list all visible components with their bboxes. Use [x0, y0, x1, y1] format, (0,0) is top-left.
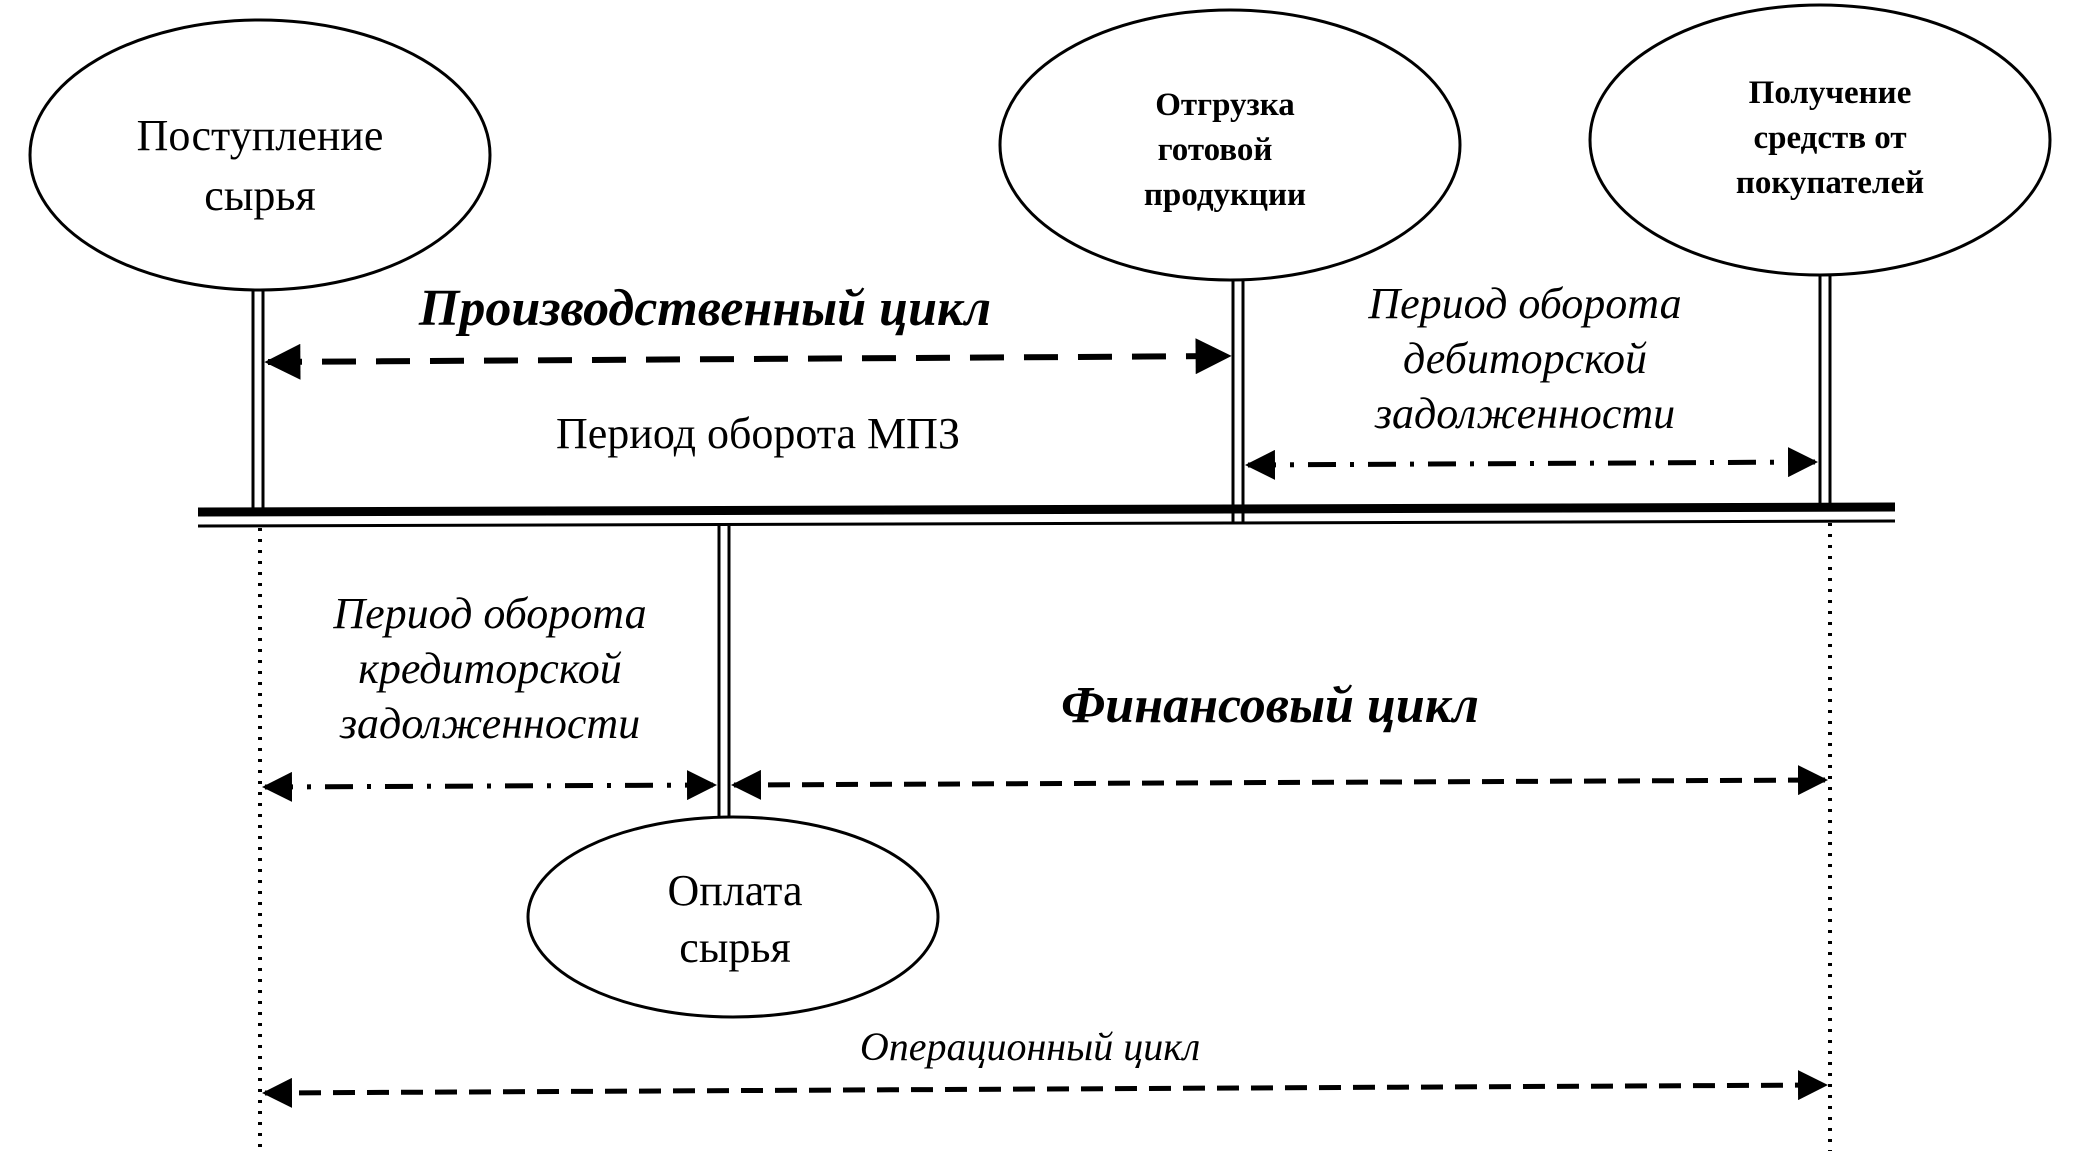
svg-text:кредиторской: кредиторской: [358, 644, 621, 693]
svg-text:покупателей: покупателей: [1736, 165, 1924, 201]
shipment-node: [998, 8, 1462, 282]
financial-cycle-label: Финансовый цикл: [1061, 677, 1479, 734]
production-cycle-label: Производственный цикл: [418, 280, 991, 337]
financial-cycle-arrow: [731, 765, 1828, 800]
svg-text:сырья: сырья: [204, 171, 315, 220]
svg-text:задолженности: задолженности: [339, 699, 640, 748]
production-cycle-arrow: [264, 338, 1232, 380]
shipment-label: Отгрузка готовой продукции: [1144, 87, 1306, 213]
shipment-vertical: [1231, 280, 1245, 522]
payables-period-arrow: [262, 770, 717, 802]
payment-receipt-vertical: [1818, 275, 1832, 507]
raw-payment-node: [526, 815, 940, 1019]
payables-period-label: Период оборота кредиторской задолженност…: [332, 589, 646, 748]
svg-text:Поступление: Поступление: [137, 111, 384, 160]
svg-text:задолженности: задолженности: [1374, 389, 1675, 438]
svg-text:дебиторской: дебиторской: [1403, 334, 1647, 383]
operating-cycle-arrow: [262, 1070, 1828, 1108]
raw-payment-vertical: [717, 526, 731, 817]
raw-payment-label: Оплата сырья: [668, 866, 803, 972]
receivables-period-label: Период оборота дебиторской задолженности: [1367, 279, 1681, 438]
svg-text:Оплата: Оплата: [668, 866, 803, 915]
inventory-turnover-label: Период оборота МПЗ: [556, 409, 960, 458]
operating-cycle-label: Операционный цикл: [860, 1024, 1200, 1069]
svg-text:Получение: Получение: [1749, 75, 1912, 111]
svg-text:готовой: готовой: [1158, 132, 1273, 168]
receivables-period-arrow: [1245, 447, 1818, 480]
svg-text:продукции: продукции: [1144, 177, 1306, 213]
svg-text:Период оборота: Период оборота: [1367, 279, 1681, 328]
svg-text:сырья: сырья: [679, 923, 790, 972]
timeline-axis: [197, 502, 1896, 528]
svg-text:Отгрузка: Отгрузка: [1155, 87, 1295, 123]
raw-receipt-node: [28, 18, 492, 292]
payment-receipt-label: Получение средств от покупателей: [1736, 75, 1924, 201]
svg-text:Период оборота: Период оборота: [332, 589, 646, 638]
svg-text:средств от: средств от: [1753, 120, 1906, 156]
raw-receipt-label: Поступление сырья: [137, 111, 384, 220]
raw-receipt-vertical: [251, 290, 265, 516]
